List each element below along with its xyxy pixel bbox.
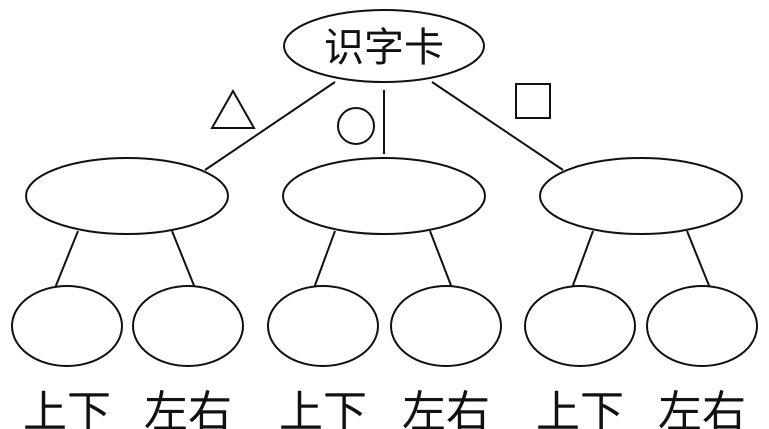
edge-root-left [204,81,336,171]
leaf-nodes [11,285,758,367]
triangle-symbol [210,88,256,129]
middle-node-center [282,157,486,235]
leaf-node-5 [524,285,636,367]
root-title: 识字卡 [324,25,444,71]
root-node: 识字卡 [283,9,485,83]
edge-right-b [686,230,711,289]
symbols [210,83,551,145]
leaf-labels: 上下 左右 上下 左右 上下 左右 [23,387,746,429]
leaf-node-6 [646,285,758,367]
edge-left-a [54,230,79,289]
leaf-label-4: 左右 [402,387,490,429]
edges [54,81,711,289]
edge-middle-b [429,230,453,289]
middle-nodes [25,157,743,235]
square-symbol [515,83,551,119]
leaf-node-2 [132,285,244,367]
edge-left-b [171,230,196,289]
root-ellipse [283,9,485,83]
middle-node-right [539,157,743,235]
circle-symbol [337,107,375,145]
leaf-label-2: 左右 [144,387,232,429]
leaf-node-4 [390,285,502,367]
leaf-label-1: 上下 [23,387,111,429]
leaf-label-6: 左右 [658,387,746,429]
leaf-node-3 [267,285,379,367]
middle-node-left [25,157,229,235]
edge-root-right [431,81,564,171]
leaf-label-3: 上下 [279,387,367,429]
leaf-label-5: 上下 [536,387,624,429]
edge-middle-a [313,230,336,289]
leaf-node-1 [11,285,123,367]
edge-right-a [571,230,594,289]
